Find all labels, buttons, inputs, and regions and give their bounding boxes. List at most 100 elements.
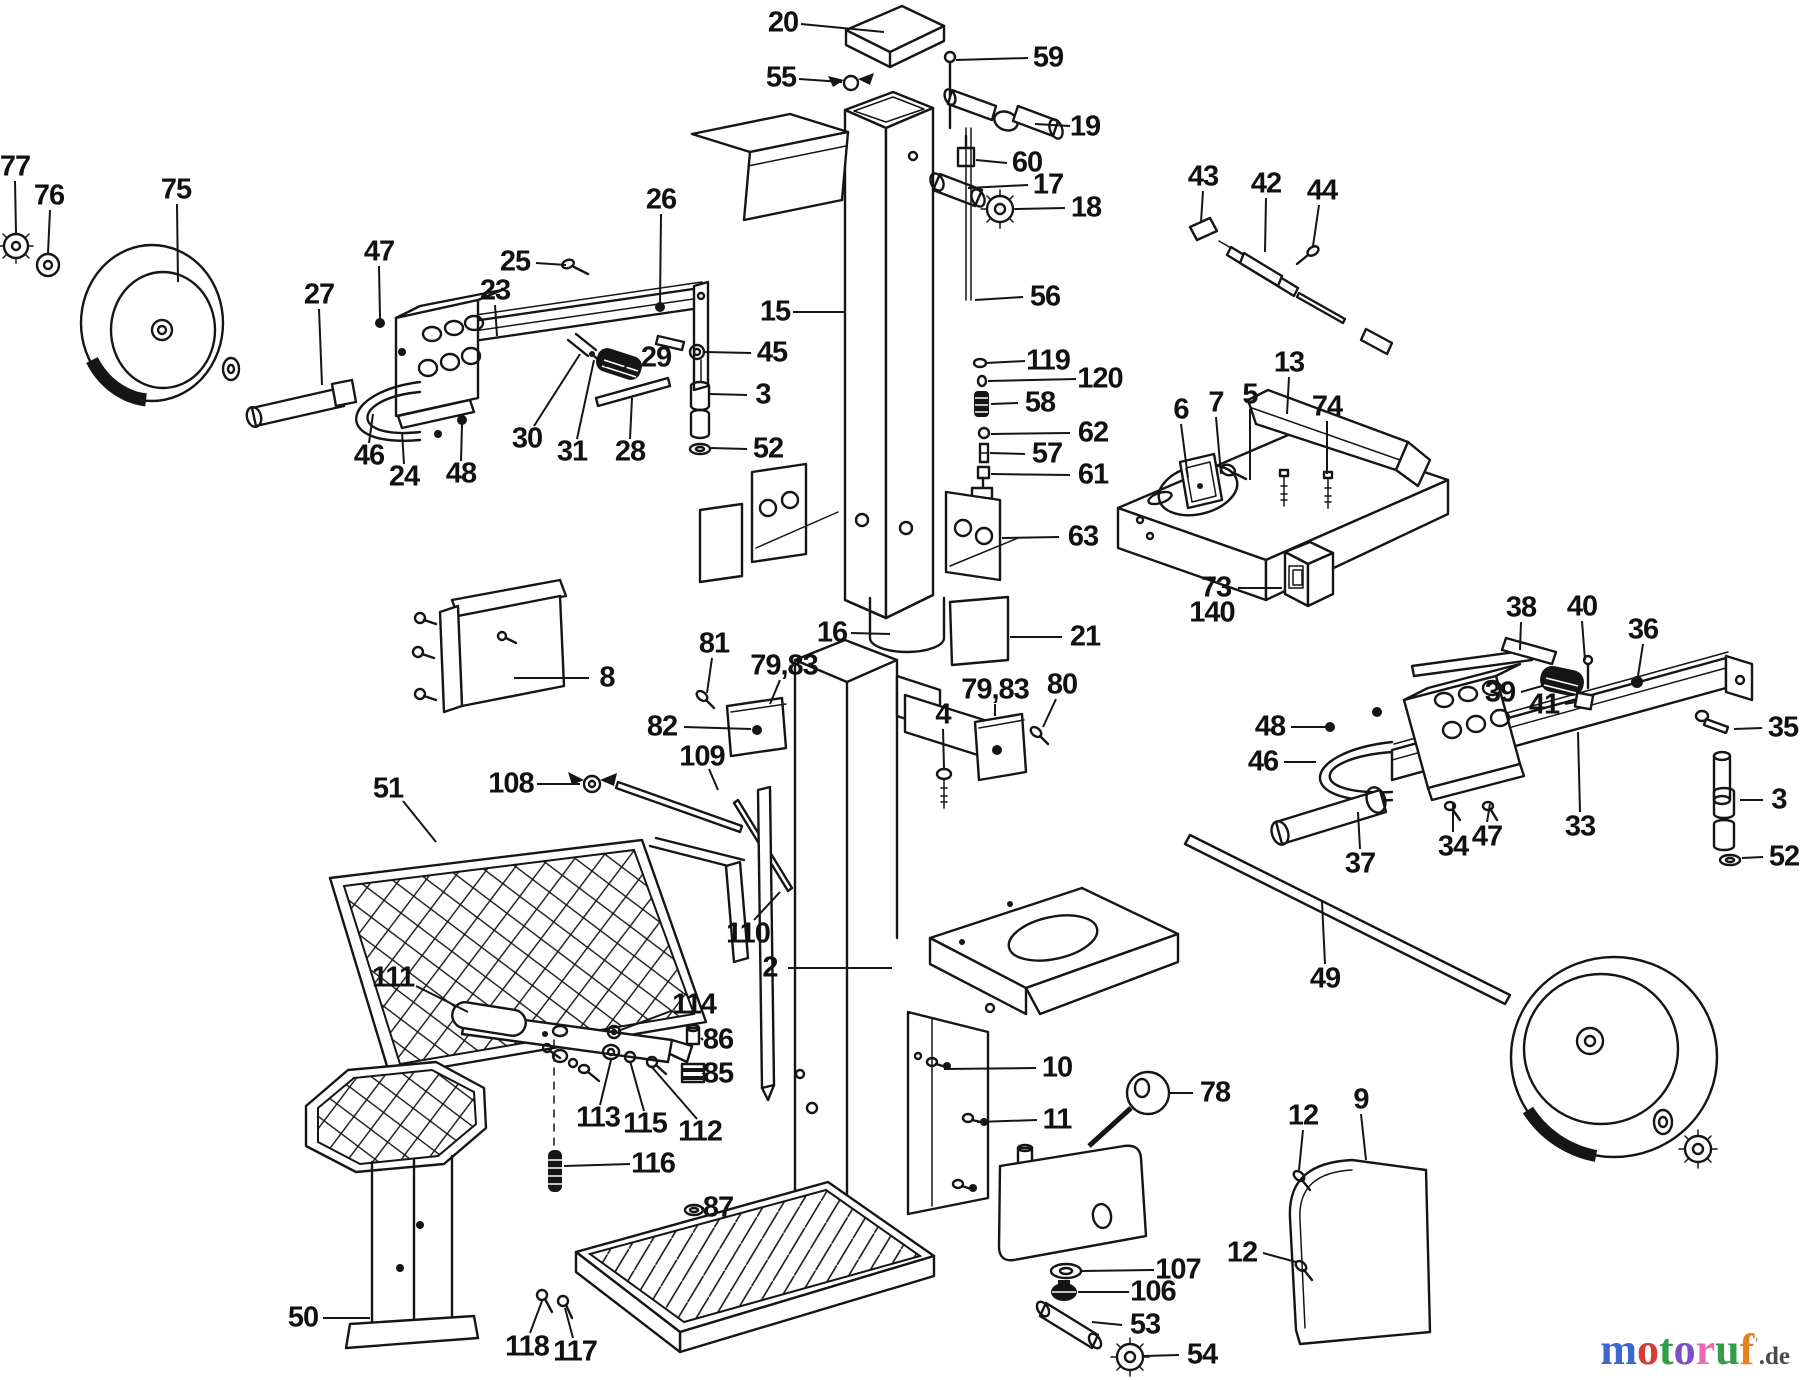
leader-line: [943, 1067, 1037, 1070]
leader-line: [850, 632, 891, 635]
leader-line: [967, 184, 1029, 189]
leader-line: [1581, 620, 1586, 661]
part-knob-78: [1035, 1070, 1171, 1377]
leader-line: [990, 473, 1071, 476]
leader-line: [990, 402, 1019, 405]
leader-line: [378, 265, 381, 319]
leader-line: [700, 1207, 705, 1210]
part-grid-table-51: [328, 836, 750, 1078]
leader-line: [985, 360, 1026, 364]
leader-line: [1733, 727, 1763, 730]
logo-letter: f: [1739, 1325, 1755, 1374]
leader-line: [800, 23, 885, 33]
part-pedal-bracket-111: [451, 1001, 694, 1192]
leader-line: [753, 891, 781, 921]
logo-word: motoruf: [1600, 1325, 1754, 1374]
leader-line: [1001, 536, 1060, 539]
part-axle-49-wheel: [1183, 833, 1719, 1169]
logo-tick: ': [1754, 1335, 1759, 1353]
leader-line: [650, 1065, 698, 1120]
leader-line: [318, 308, 323, 386]
leader-line: [1286, 376, 1290, 415]
leader-line: [460, 423, 463, 462]
leader-line: [535, 262, 567, 266]
leader-line: [710, 447, 748, 450]
logo-letter: t: [1658, 1325, 1674, 1374]
part-wheel-left-75: [0, 228, 241, 407]
logo-letter: u: [1715, 1325, 1740, 1374]
leader-line: [415, 985, 469, 1013]
leader-line: [563, 1163, 631, 1167]
leader-line: [1357, 811, 1361, 850]
part-stand-column-50: [304, 1060, 574, 1350]
leader-line: [1034, 123, 1071, 127]
leader-line: [1360, 1113, 1367, 1161]
leader-line: [402, 800, 437, 843]
leader-line: [1741, 856, 1764, 859]
leader-line: [1091, 1321, 1123, 1326]
motoruf-logo: motoruf'.de: [1600, 1328, 1790, 1372]
part-upper-column-15: [690, 90, 946, 654]
leader-line: [1564, 701, 1577, 705]
leader-line: [1215, 416, 1222, 475]
leader-line: [769, 679, 781, 705]
leader-line: [1180, 423, 1189, 479]
leader-line: [529, 1300, 543, 1334]
leader-line: [533, 353, 581, 427]
logo-letter: m: [1600, 1325, 1637, 1374]
leader-line: [564, 1307, 574, 1339]
leader-line: [629, 397, 633, 440]
leader-line: [708, 768, 719, 791]
logo-letter: o: [1636, 1325, 1659, 1374]
leader-line: [987, 378, 1077, 382]
leader-line: [1200, 190, 1204, 223]
logo-letter: o: [1673, 1325, 1696, 1374]
leader-line: [368, 413, 374, 444]
leader-line: [706, 657, 713, 694]
part-foot-tube-16: [843, 593, 935, 620]
leader-line: [599, 1059, 612, 1106]
leader-line: [401, 431, 405, 465]
leader-line: [494, 304, 498, 337]
leader-line: [974, 296, 1024, 301]
leader-line: [704, 351, 752, 354]
leader-line: [176, 203, 179, 283]
part-side-plates-63: [698, 462, 1019, 667]
part-table-5: [1116, 388, 1450, 608]
leader-line: [1262, 1252, 1297, 1263]
leader-line: [700, 1037, 704, 1041]
leader-line: [1298, 1129, 1304, 1171]
leader-line: [1014, 207, 1066, 210]
leader-line: [989, 452, 1026, 455]
leader-line: [1264, 197, 1267, 253]
leader-line: [955, 57, 1029, 61]
leader-line: [1312, 204, 1320, 247]
leader-line: [617, 1010, 672, 1032]
leader-line: [975, 159, 1008, 164]
leader-line: [942, 728, 945, 769]
leader-line: [798, 78, 843, 83]
leader-line: [623, 359, 636, 369]
leader-line: [1637, 643, 1644, 677]
leader-line: [47, 209, 51, 254]
logo-letter: r: [1695, 1325, 1716, 1374]
part-plate-8: [411, 578, 568, 714]
leader-line: [1321, 901, 1326, 965]
logo-domain-suffix: .de: [1758, 1343, 1790, 1370]
leader-line: [1577, 731, 1581, 813]
part-left-beam-assembly-23: [245, 258, 712, 456]
leader-line: [709, 393, 748, 396]
leader-line: [1519, 621, 1522, 651]
part-rod-assembly-42: [1188, 216, 1394, 356]
part-right-beam-assembly-33: [1270, 636, 1754, 867]
leader-line: [1486, 803, 1491, 823]
leader-line: [1143, 1354, 1180, 1357]
leader-line: [1042, 698, 1057, 728]
leader-line: [1520, 685, 1543, 693]
leader-line: [976, 1119, 1038, 1123]
part-cover-9: [1288, 1158, 1432, 1346]
leader-line: [629, 1060, 645, 1112]
leader-lines: [14, 23, 1764, 1357]
leader-line: [1081, 1269, 1155, 1272]
